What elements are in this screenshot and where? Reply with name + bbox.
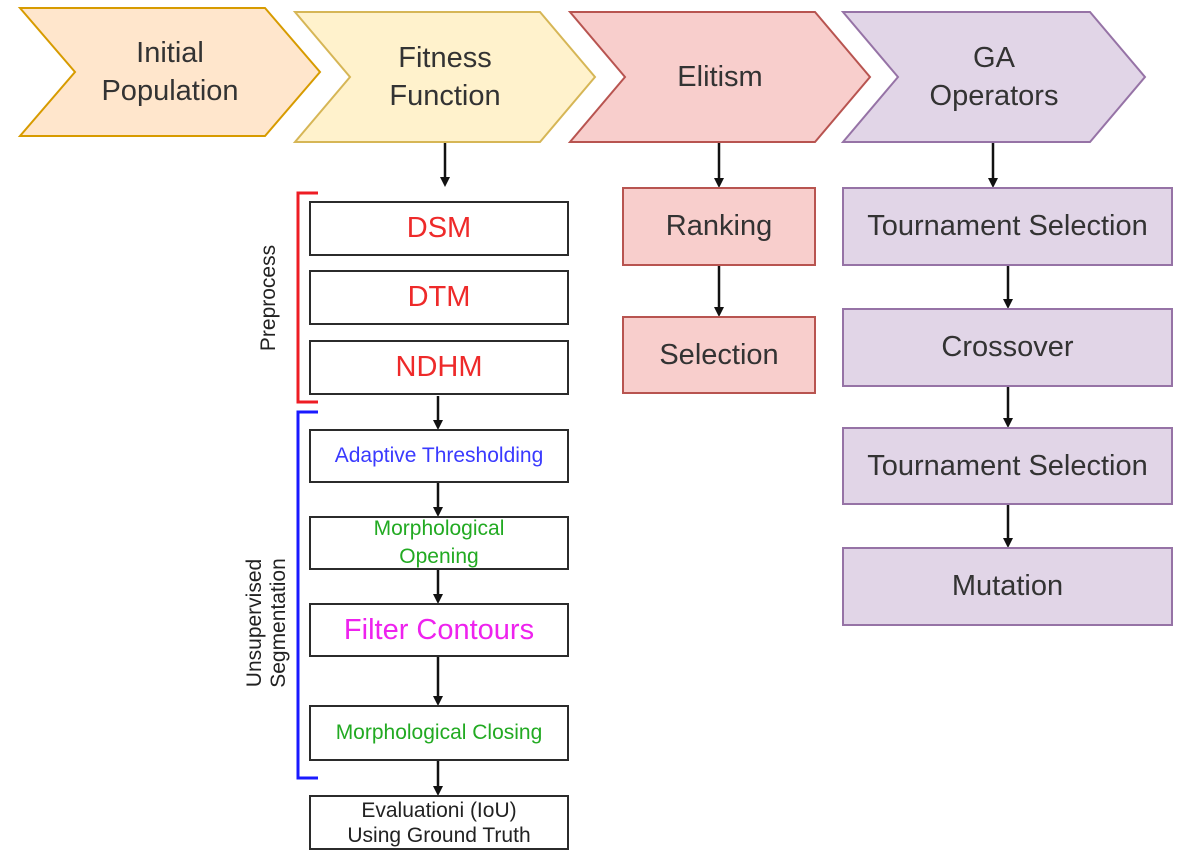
step-ndhm: NDHM bbox=[309, 340, 569, 395]
stage-label-ga-operators: GA Operators bbox=[929, 42, 1059, 112]
ga-step-tournament-selection-1: Tournament Selection bbox=[842, 187, 1173, 266]
ga-step-crossover: Crossover bbox=[842, 308, 1173, 387]
step-morphological-closing: Morphological Closing bbox=[309, 705, 569, 761]
step-dsm: DSM bbox=[309, 201, 569, 256]
ga-step-tournament-selection-2: Tournament Selection bbox=[842, 427, 1173, 505]
step-filter-contours: Filter Contours bbox=[309, 603, 569, 657]
stage-label-fitness-function: Fitness Function bbox=[389, 42, 501, 112]
step-dtm: DTM bbox=[309, 270, 569, 325]
stage-label-initial-population: Initial Population bbox=[101, 37, 239, 107]
ga-step-mutation: Mutation bbox=[842, 547, 1173, 626]
segmentation-label: Unsupervised Segmentation bbox=[243, 558, 290, 688]
preprocess-label: Preprocess bbox=[257, 244, 280, 352]
stage-chevron-elitism bbox=[567, 11, 872, 143]
step-morphological-opening: Morphological Opening bbox=[309, 516, 569, 570]
stage-chevron-initial-population bbox=[17, 7, 322, 137]
step-evaluation: Evaluationi (IoU) Using Ground Truth bbox=[309, 795, 569, 850]
stage-label-elitism: Elitism bbox=[677, 61, 763, 93]
preprocess-bracket bbox=[296, 191, 318, 404]
segmentation-bracket bbox=[296, 410, 318, 780]
step-adaptive-thresholding: Adaptive Thresholding bbox=[309, 429, 569, 483]
elitism-step-selection: Selection bbox=[622, 316, 816, 394]
elitism-step-ranking: Ranking bbox=[622, 187, 816, 266]
stage-chevron-ga-operators bbox=[840, 11, 1147, 143]
stage-chevron-fitness-function bbox=[292, 11, 597, 143]
